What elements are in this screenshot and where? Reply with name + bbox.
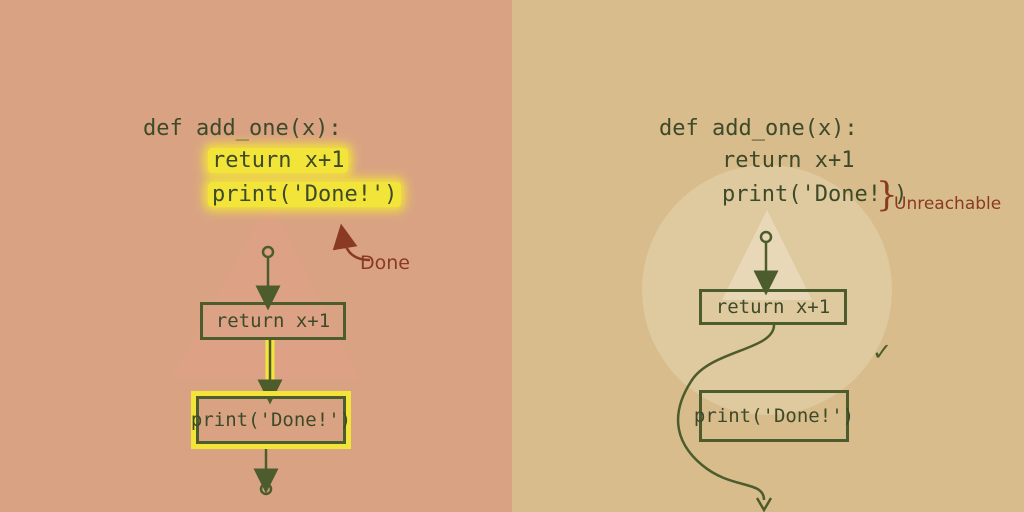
left-print-line: print('Done!') (208, 179, 402, 211)
right-def-line: def add_one(x): (659, 116, 858, 141)
right-return-line: return x+1 (722, 148, 855, 173)
right-annotation-unreachable: Unreachable (894, 194, 1002, 214)
left-start-node (261, 245, 275, 259)
right-start-node (759, 230, 773, 244)
left-print-highlight: print('Done!') (208, 182, 402, 207)
left-def-line: def add_one(x): (143, 116, 342, 141)
right-brace: } (876, 175, 898, 215)
left-return-highlight: return x+1 (208, 148, 349, 173)
right-check-mark: ✓ (872, 338, 893, 366)
right-return-node: return x+1 (699, 289, 847, 325)
left-annotation-done: Done (360, 252, 410, 274)
left-return-node: return x+1 (200, 302, 346, 340)
left-panel: def add_one(x): return x+1 print('Done!'… (0, 0, 512, 512)
right-flow-arrows (676, 230, 779, 512)
left-flow-arrows (253, 223, 371, 496)
right-print-line: print('Done!') (722, 182, 908, 207)
left-return-line: return x+1 (208, 145, 349, 177)
right-bypass-path (676, 324, 776, 501)
left-print-node: print('Done!') (191, 396, 351, 444)
left-annotation-arrow (332, 223, 371, 262)
right-panel: def add_one(x): return x+1 print('Done!'… (512, 0, 1024, 512)
right-print-node: print('Done!') (694, 390, 854, 442)
left-end-node (259, 482, 273, 496)
